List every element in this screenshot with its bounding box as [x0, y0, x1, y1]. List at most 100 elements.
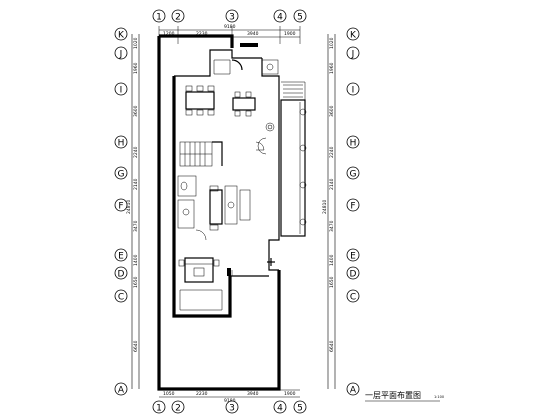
svg-text:D: D: [118, 270, 125, 280]
svg-text:H: H: [118, 139, 125, 149]
axis-bubble-right-G: G: [346, 166, 360, 180]
svg-text:2: 2: [175, 404, 181, 414]
svg-text:A: A: [350, 386, 357, 396]
axis-bubble-left-K: K: [114, 27, 128, 41]
dim-top-4: 1900: [284, 31, 296, 37]
staircase: [179, 141, 223, 167]
breakfast-table: [232, 91, 256, 117]
svg-text:J: J: [119, 50, 123, 60]
living-room-sofa: [209, 185, 251, 231]
svg-text:K: K: [118, 31, 125, 41]
axis-bubble-left-C: C: [114, 289, 128, 303]
bedroom-bed: [178, 257, 223, 311]
building-outline: [157, 34, 281, 391]
bathroom: [177, 175, 207, 241]
axis-bubble-top-2: 2: [171, 9, 185, 23]
svg-text:K: K: [350, 31, 357, 41]
axes-top-group: 1 2 3 4 5: [152, 9, 307, 23]
kitchen-counter: [213, 43, 279, 75]
dim-left-7: 1400: [133, 254, 139, 266]
axis-bubble-left-G: G: [114, 166, 128, 180]
dim-right-1: 1020: [329, 37, 335, 49]
svg-text:I: I: [352, 86, 355, 96]
axis-bubble-bottom-5: 5: [293, 400, 307, 414]
axis-bubble-right-K: K: [346, 27, 360, 41]
svg-text:J: J: [351, 50, 355, 60]
axis-bubble-left-H: H: [114, 135, 128, 149]
dim-top-total: 9180: [224, 24, 236, 30]
svg-text:G: G: [118, 170, 125, 180]
axis-bubble-left-J: J: [114, 46, 128, 60]
dim-left-8: 1650: [133, 276, 139, 288]
dim-top-1: 1200: [163, 31, 175, 37]
svg-text:H: H: [350, 139, 357, 149]
svg-text:3: 3: [229, 13, 235, 23]
svg-text:D: D: [350, 270, 357, 280]
svg-text:1: 1: [156, 13, 162, 23]
axis-bubble-left-A: A: [114, 382, 128, 396]
bedroom-window: [227, 268, 231, 276]
dim-left-6: 3470: [133, 220, 139, 232]
axis-bubble-bottom-1: 1: [152, 400, 166, 414]
dim-right-6: 3470: [329, 220, 335, 232]
drawing-title-text: 一层平面布置图: [365, 390, 421, 400]
dim-top-3: 3940: [247, 31, 259, 37]
dim-left-5: 2140: [133, 178, 139, 190]
drawing-title-scale: 1:100: [434, 395, 444, 399]
axis-bubble-top-5: 5: [293, 9, 307, 23]
drawing-title: 一层平面布置图 1:100: [365, 390, 444, 402]
svg-text:F: F: [118, 202, 123, 212]
axis-bubble-right-J: J: [346, 46, 360, 60]
axis-bubble-right-E: E: [346, 248, 360, 262]
dim-right-total: 24810: [322, 200, 328, 214]
dims-left-group: 1020 1960 3600 2240 2140 3470 1400 1650 …: [126, 37, 139, 352]
svg-text:C: C: [118, 293, 124, 303]
svg-text:4: 4: [277, 13, 283, 23]
decor-plant: [265, 122, 275, 132]
axis-bubble-left-F: F: [114, 198, 128, 212]
dim-right-5: 2140: [329, 178, 335, 190]
svg-text:1: 1: [156, 404, 162, 414]
svg-text:4: 4: [277, 404, 283, 414]
dining-table: [185, 85, 215, 116]
axis-bubble-right-H: H: [346, 135, 360, 149]
dim-right-2: 1960: [329, 62, 335, 74]
svg-text:5: 5: [297, 404, 303, 414]
dim-top-2: 2230: [196, 31, 208, 37]
dim-left-2: 1960: [133, 62, 139, 74]
svg-text:E: E: [118, 252, 124, 262]
dim-left-4: 2240: [133, 146, 139, 158]
axis-bubble-right-A: A: [346, 382, 360, 396]
dim-right-8: 1650: [329, 276, 335, 288]
axis-bubble-right-C: C: [346, 289, 360, 303]
dim-left-3: 3600: [133, 105, 139, 117]
svg-text:2: 2: [175, 13, 181, 23]
axis-bubble-top-1: 1: [152, 9, 166, 23]
axis-bubble-left-D: D: [114, 266, 128, 280]
dims-right-group: 1020 1960 3600 2240 2140 3470 1400 1650 …: [322, 37, 335, 352]
axis-bubble-right-D: D: [346, 266, 360, 280]
svg-text:C: C: [350, 293, 356, 303]
door-swings: [255, 137, 267, 155]
dim-left-total: 24810: [126, 200, 132, 214]
dims-top-group: 1200 2230 3940 1900 9180: [163, 24, 296, 37]
dim-left-1: 1020: [133, 37, 139, 49]
svg-text:A: A: [118, 386, 125, 396]
svg-text:3: 3: [229, 404, 235, 414]
dim-bottom-3: 3940: [247, 391, 259, 397]
axes-left-group: K J I H G F E D C A: [114, 27, 128, 396]
axis-bubble-left-E: E: [114, 248, 128, 262]
axes-bottom-group: 1 2 3 4 5: [152, 400, 307, 414]
axis-bubble-right-I: I: [346, 82, 360, 96]
dim-right-7: 1400: [329, 254, 335, 266]
dim-right-4: 2240: [329, 146, 335, 158]
svg-text:5: 5: [297, 13, 303, 23]
marker-cross: [267, 258, 275, 266]
svg-text:G: G: [350, 170, 357, 180]
axis-bubble-top-4: 4: [273, 9, 287, 23]
dim-bottom-1: 1050: [163, 391, 175, 397]
terrace: [280, 81, 307, 237]
axis-bubble-bottom-2: 2: [171, 400, 185, 414]
axes-right-group: K J I H G F E D C A: [346, 27, 360, 396]
